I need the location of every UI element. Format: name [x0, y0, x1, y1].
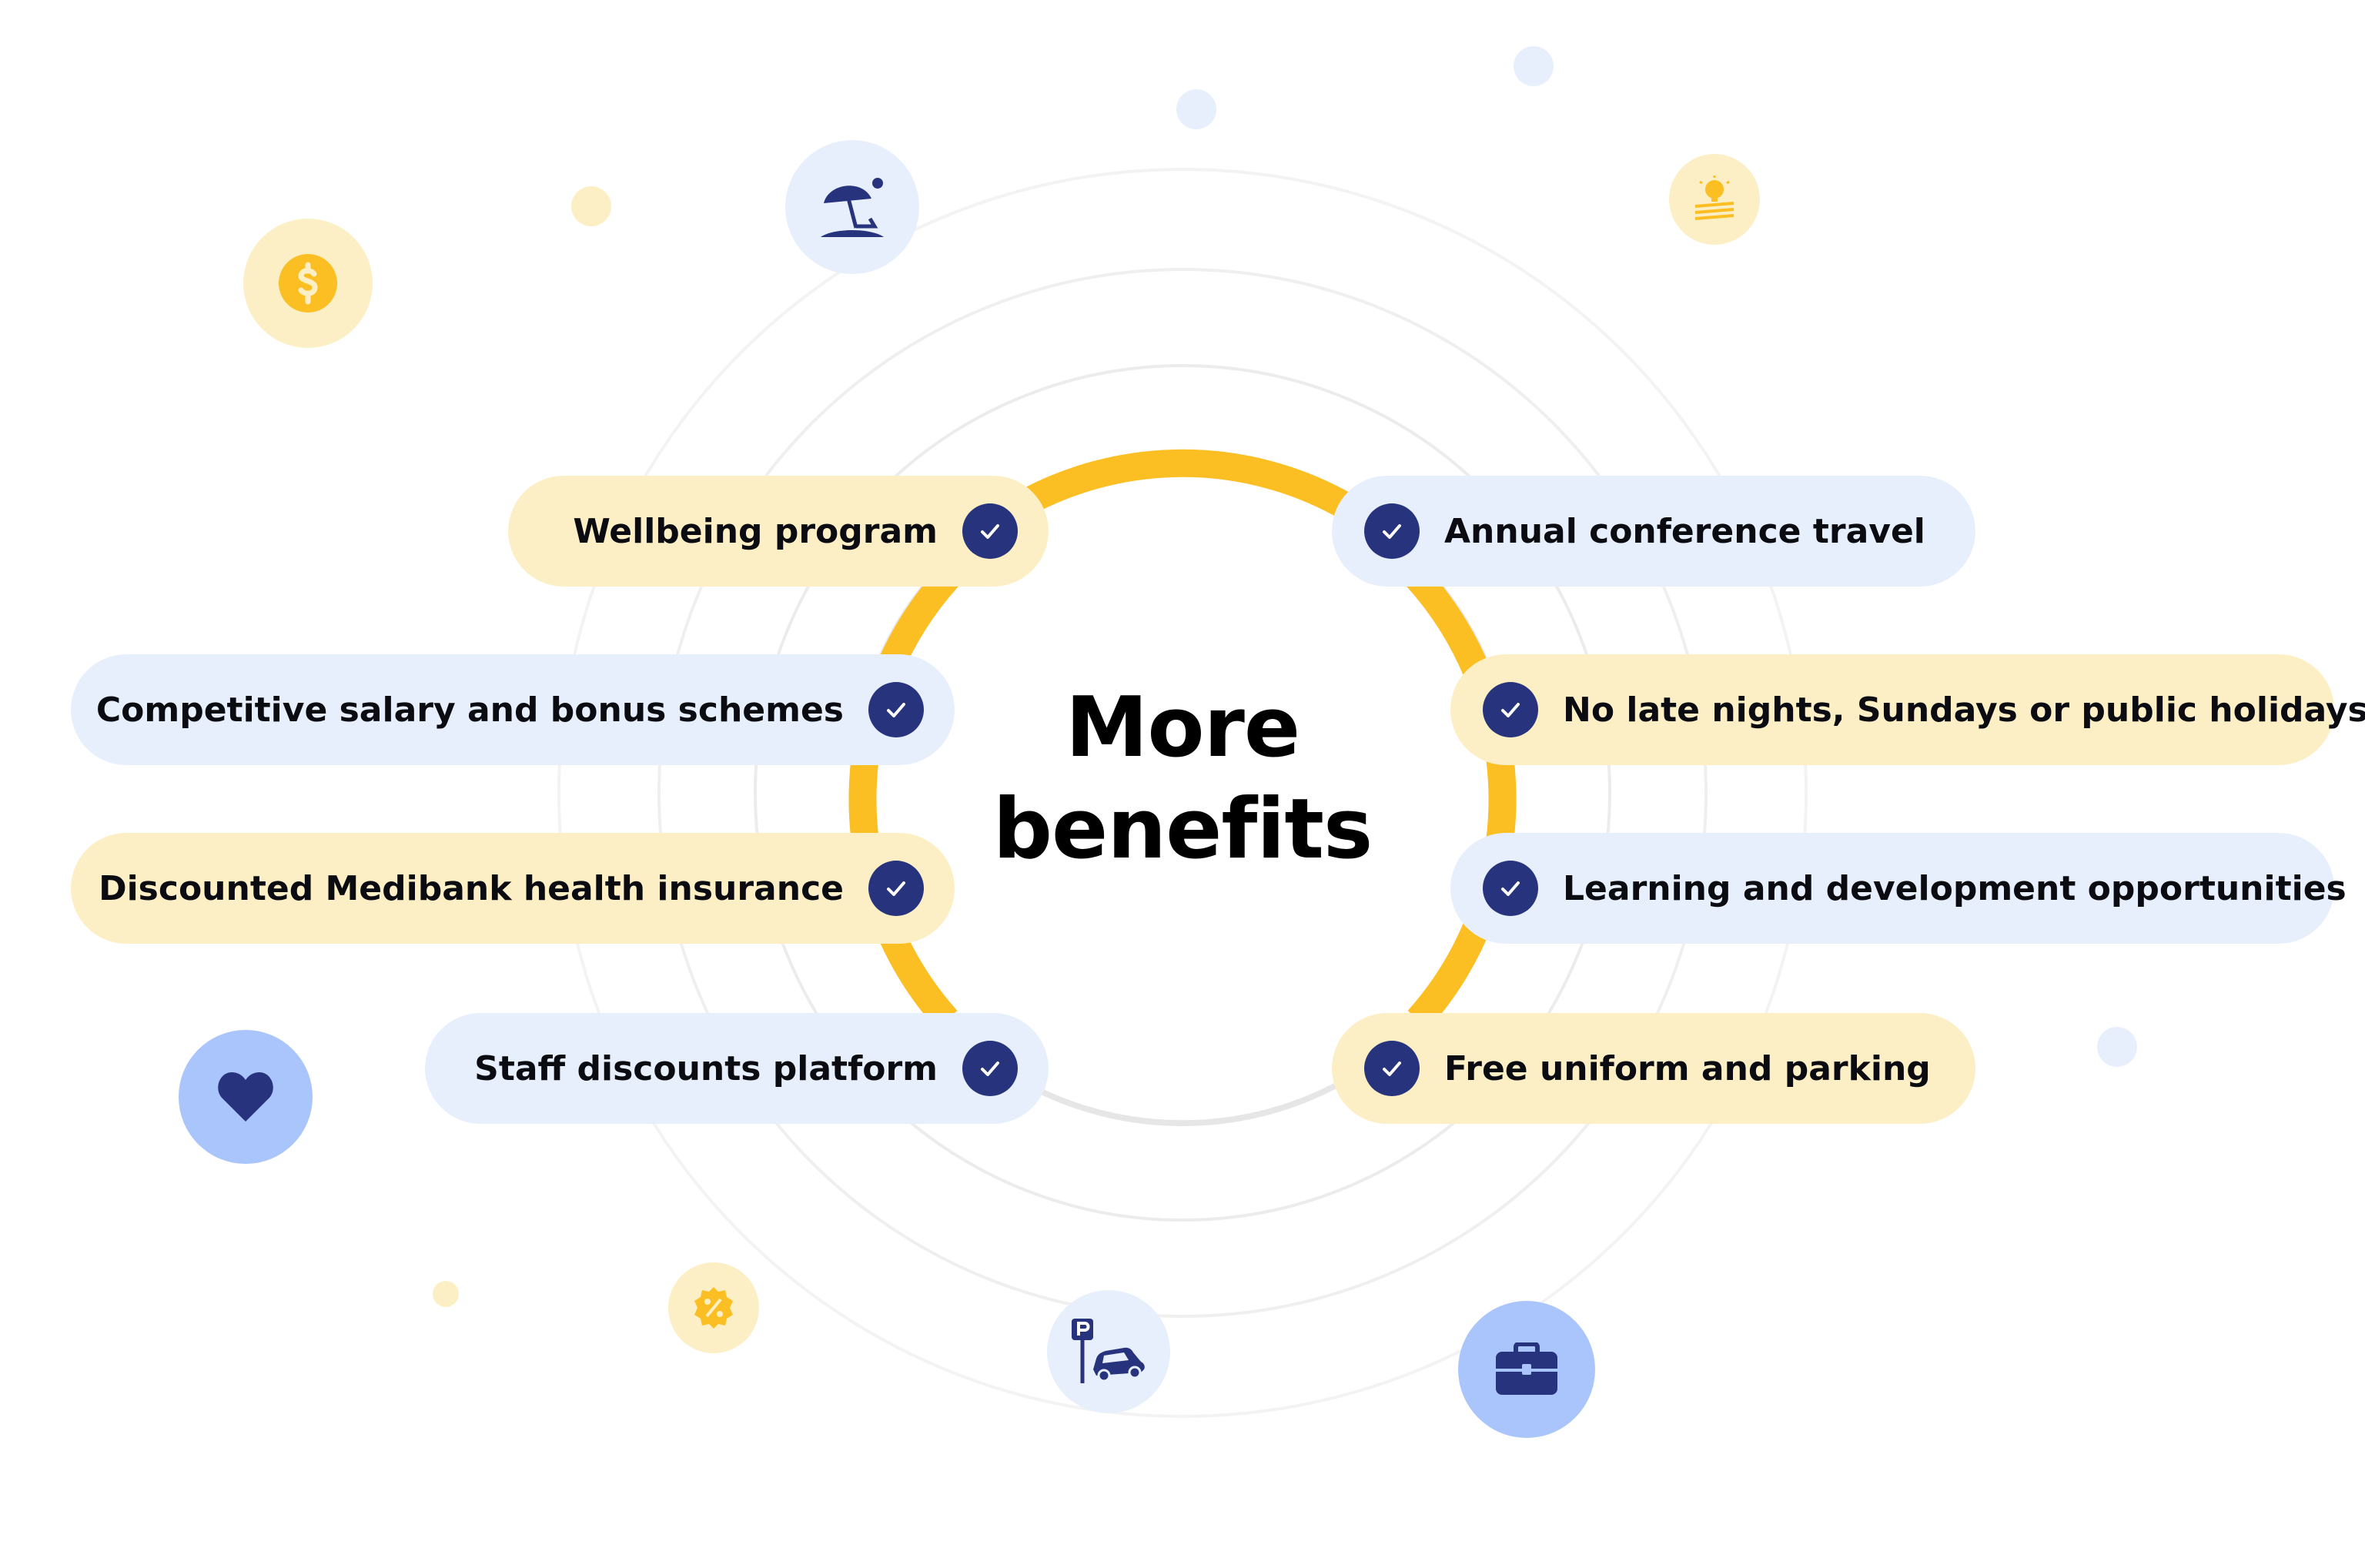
check-icon [1483, 861, 1538, 916]
parking-car-icon [1047, 1290, 1170, 1413]
benefit-free-uniform-parking: Free uniform and parking [1332, 1013, 1975, 1124]
benefit-label: Staff discounts platform [474, 1048, 938, 1088]
decor-dot [2097, 1027, 2137, 1067]
check-icon [868, 682, 924, 737]
check-icon [962, 1041, 1018, 1096]
check-icon [962, 503, 1018, 559]
benefit-label: Learning and development opportunities [1563, 868, 2347, 908]
benefit-wellbeing-program: Wellbeing program [508, 476, 1049, 587]
benefit-label: Discounted Medibank health insurance [99, 868, 844, 908]
benefit-label: Free uniform and parking [1444, 1048, 1931, 1088]
benefit-no-late-nights: No late nights, Sundays or public holida… [1450, 654, 2365, 765]
beach-umbrella-icon [785, 140, 919, 274]
benefit-staff-discounts: Staff discounts platform [425, 1013, 1049, 1124]
title-line-2: benefits [992, 781, 1373, 878]
check-icon [1483, 682, 1538, 737]
check-icon [1364, 503, 1420, 559]
benefit-label: No late nights, Sundays or public holida… [1563, 690, 2365, 730]
briefcase-icon [1458, 1301, 1595, 1438]
heart-icon [179, 1030, 313, 1164]
check-icon [1364, 1041, 1420, 1096]
dollar-coin-icon [243, 219, 373, 348]
benefit-competitive-salary: Competitive salary and bonus schemes [71, 654, 955, 765]
decor-dot [1514, 46, 1554, 86]
benefit-medibank-insurance: Discounted Medibank health insurance [71, 833, 955, 944]
benefit-label: Wellbeing program [573, 511, 938, 551]
center-title: More benefits [875, 677, 1490, 881]
benefit-conference-travel: Annual conference travel [1332, 476, 1975, 587]
benefit-label: Annual conference travel [1444, 511, 1925, 551]
decor-dot [571, 186, 611, 226]
money-idea-icon [1669, 154, 1760, 245]
percent-badge-icon [668, 1262, 759, 1353]
title-line-1: More [1065, 680, 1300, 776]
benefit-learning-development: Learning and development opportunities [1450, 833, 2347, 944]
decor-dot [1176, 89, 1216, 129]
check-icon [868, 861, 924, 916]
benefit-label: Competitive salary and bonus schemes [95, 690, 844, 730]
decor-dot [433, 1281, 459, 1307]
